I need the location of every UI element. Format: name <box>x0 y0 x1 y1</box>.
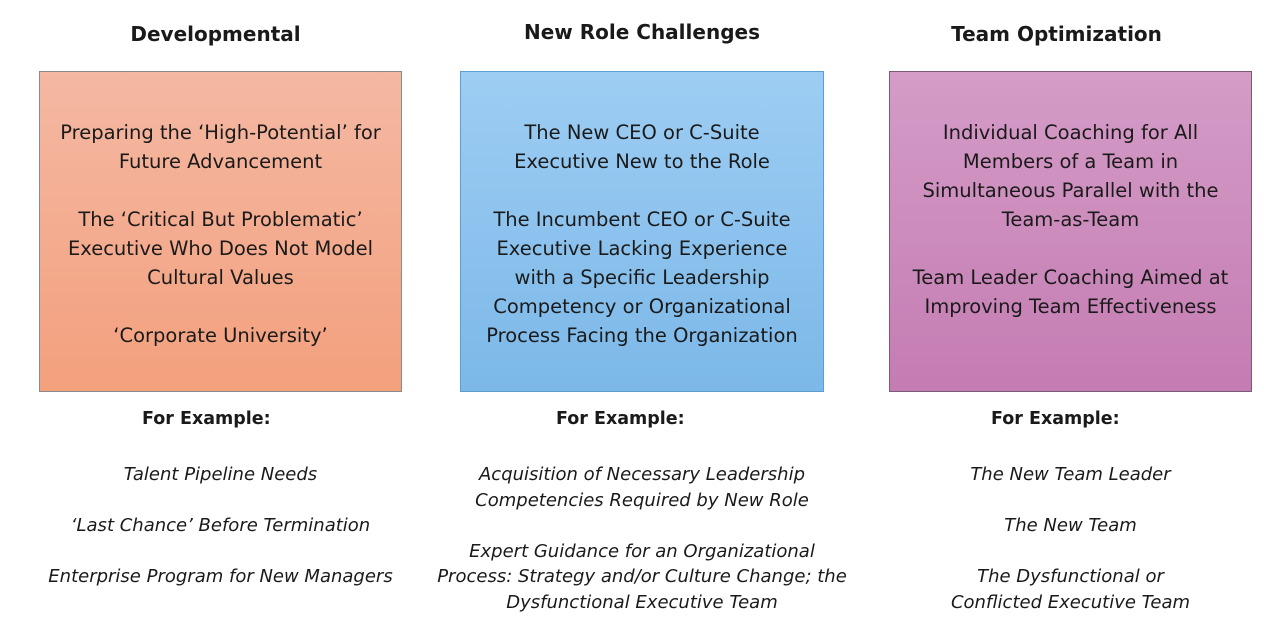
example-item: Talent Pipeline Needs <box>123 464 318 485</box>
example-item: Expert Guidance for an Organizational Pr… <box>437 540 847 613</box>
column-title: New Role Challenges <box>524 20 760 44</box>
column-new-role-challenges: New Role Challenges The New CEO or C-Sui… <box>437 0 847 613</box>
category-box: Individual Coaching for All Members of a… <box>889 71 1252 392</box>
box-item: The ‘Critical But Problematic’ Executive… <box>67 208 374 289</box>
category-box: Preparing the ‘High-Potential’ for Futur… <box>39 71 402 392</box>
for-example-label: For Example: <box>142 409 271 429</box>
box-item: ‘Corporate University’ <box>113 324 328 347</box>
box-item: Team Leader Coaching Aimed at Improving … <box>912 266 1229 318</box>
example-item: The New Team Leader <box>970 464 1171 485</box>
examples-list: Acquisition of Necessary Leadership Comp… <box>420 462 864 641</box>
column-title: Developmental <box>130 22 301 46</box>
column-team-optimization: Team Optimization Individual Coaching fo… <box>889 0 1252 613</box>
column-developmental: Developmental Preparing the ‘High-Potent… <box>39 0 402 613</box>
examples-list: The New Team Leader The New Team The Dys… <box>869 462 1272 641</box>
example-item: The Dysfunctional or Conflicted Executiv… <box>950 566 1191 613</box>
box-item: The New CEO or C-Suite Executive New to … <box>514 121 770 173</box>
for-example-label: For Example: <box>991 409 1120 429</box>
examples-list: Talent Pipeline Needs ‘Last Chance’ Befo… <box>9 462 432 615</box>
example-item: ‘Last Chance’ Before Termination <box>70 515 371 536</box>
box-item: Individual Coaching for All Members of a… <box>922 121 1219 231</box>
box-item: The Incumbent CEO or C-Suite Executive L… <box>486 208 798 347</box>
category-box: The New CEO or C-Suite Executive New to … <box>460 71 824 392</box>
box-item: Preparing the ‘High-Potential’ for Futur… <box>60 121 381 173</box>
example-item: Enterprise Program for New Managers <box>48 566 393 587</box>
example-item: Acquisition of Necessary Leadership Comp… <box>475 464 809 511</box>
for-example-label: For Example: <box>556 409 685 429</box>
column-title: Team Optimization <box>951 22 1162 46</box>
example-item: The New Team <box>1004 515 1137 536</box>
